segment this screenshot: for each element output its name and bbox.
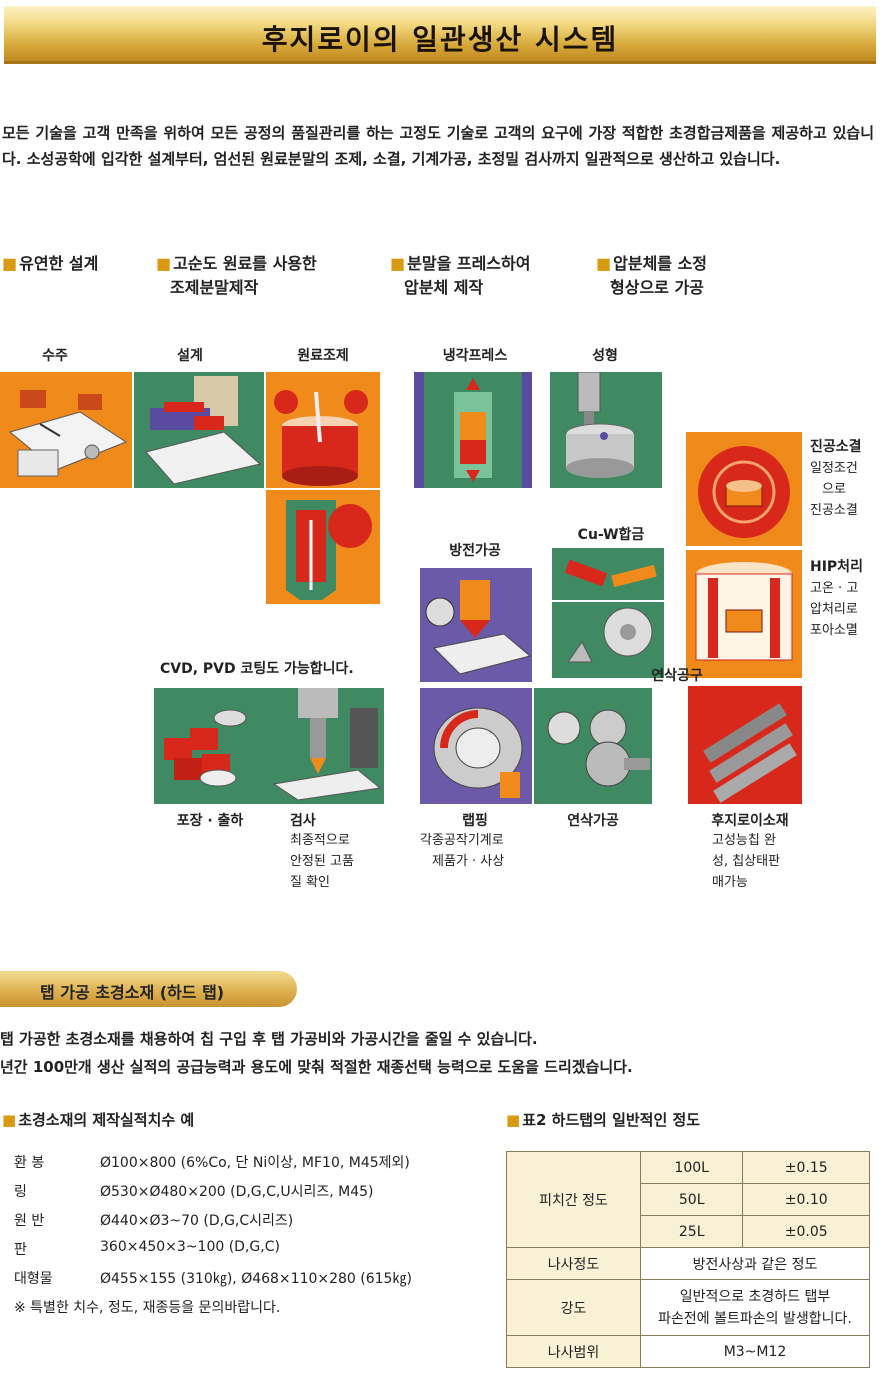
dims-heading: ■초경소재의 제작실적치수 예: [2, 1111, 195, 1129]
bullet-square-icon: ■: [390, 254, 406, 273]
tile-grinding: [534, 688, 652, 804]
table-heading: ■표2 하드탭의 일반적인 정도: [506, 1111, 701, 1129]
vacuum-desc-3: 진공소결: [810, 503, 858, 518]
page-title: 후지로이의 일관생산 시스템: [261, 23, 619, 56]
tile-powder-mix: [266, 490, 380, 604]
section-pill: 탭 가공 초경소재 (하드 탭): [0, 971, 297, 1007]
step-label-grinding-tool: 연삭공구: [651, 668, 703, 684]
bullet-shape: ■압분체를 소정 형상으로 가공: [596, 254, 708, 297]
step-label-forming: 성형: [592, 348, 618, 364]
step-label-grinding: 연삭가공: [567, 813, 619, 829]
hip-title: HIP처리: [810, 559, 863, 575]
material-end-desc-3: 매가능: [712, 875, 748, 890]
pitch-label: 피치간 정도: [506, 1151, 641, 1248]
tile-grinding-tool: [552, 602, 664, 678]
tile-edm: [420, 568, 532, 682]
step-label-material-end: 후지로이소재: [711, 813, 789, 829]
spec-table: 피치간 정도 100L ±0.15 50L ±0.10 25L ±0.05 나사…: [506, 1151, 870, 1368]
title-banner: 후지로이의 일관생산 시스템: [4, 6, 876, 64]
table-row: 피치간 정도 100L ±0.15: [506, 1151, 870, 1248]
step-label-edm: 방전가공: [449, 543, 501, 559]
section-line-1: 탭 가공한 초경소재를 채용하여 칩 구입 후 탭 가공비와 가공시간을 줄일 …: [0, 1030, 538, 1048]
vacuum-desc-1: 일정조건: [810, 461, 858, 476]
tile-lapping: [420, 688, 532, 804]
tile-packing: [154, 688, 268, 804]
bullet-square-icon: ■: [596, 254, 612, 273]
bullet-press: ■분말을 프레스하여 압분체 제작: [390, 254, 531, 297]
bullet-square-icon: ■: [2, 1111, 17, 1129]
hip-desc-2: 압처리로: [810, 602, 858, 617]
bullet-square-icon: ■: [506, 1111, 521, 1129]
section-pill-label: 탭 가공 초경소재 (하드 탭): [40, 983, 225, 1002]
vacuum-desc-2: 으로: [822, 482, 846, 497]
vacuum-title: 진공소결: [810, 439, 862, 455]
table-row: 나사범위 M3~M12: [506, 1335, 870, 1368]
tile-material: [266, 372, 380, 488]
bullet-powder: ■고순도 원료를 사용한 조제분말제작: [156, 254, 317, 297]
tile-cuw: [552, 548, 664, 600]
lapping-desc-1: 각종공작기계로: [420, 833, 504, 848]
hip-desc-1: 고온 · 고: [810, 581, 859, 596]
tile-material-end: [688, 686, 802, 804]
bullet-square-icon: ■: [156, 254, 172, 273]
dims-note: ※ 특별한 치수, 정도, 재종등을 문의바랍니다.: [14, 1300, 281, 1316]
tile-forming: [550, 372, 662, 488]
tile-hip: [686, 550, 802, 678]
tile-vacuum: [686, 432, 802, 546]
step-label-order: 수주: [42, 348, 68, 364]
intro-paragraph: 모든 기술을 고객 만족을 위하여 모든 공정의 품질관리를 하는 고정도 기술…: [2, 124, 874, 168]
bullet-square-icon: ■: [2, 254, 18, 273]
tile-design: [134, 372, 264, 488]
step-label-material: 원료조제: [297, 348, 349, 364]
step-label-cold-press: 냉각프레스: [442, 348, 508, 364]
step-label-lapping: 랩핑: [462, 813, 488, 829]
cvd-note: CVD, PVD 코팅도 가능합니다.: [160, 661, 354, 677]
tile-order: [0, 372, 132, 488]
tile-inspection: [268, 688, 384, 804]
inspection-desc-3: 질 확인: [290, 875, 331, 890]
bullet-design: ■유연한 설계: [2, 254, 99, 273]
step-label-packing: 포장 · 출하: [176, 813, 244, 829]
section-line-2: 년간 100만개 생산 실적의 공급능력과 용도에 맞춰 적절한 재종선택 능력…: [0, 1058, 633, 1076]
material-end-desc-2: 성, 칩상태판: [712, 854, 781, 869]
table-row: 25L ±0.05: [507, 1215, 870, 1248]
step-label-cuw: Cu-W합금: [577, 527, 645, 543]
material-end-desc-1: 고성능칩 완: [712, 833, 776, 848]
table-row: 나사정도 방전사상과 같은 정도: [506, 1247, 870, 1280]
inspection-desc-1: 최종적으로: [290, 833, 350, 848]
hip-desc-3: 포아소멸: [810, 623, 858, 638]
lapping-desc-2: 제품가 · 사상: [432, 854, 505, 869]
step-label-design: 설계: [177, 348, 203, 364]
step-label-inspection: 검사: [290, 813, 316, 829]
inspection-desc-2: 안정된 고품: [290, 854, 354, 869]
tile-cold-press: [414, 372, 532, 488]
table-row: 강도 일반적으로 초경하드 탭부 파손전에 볼트파손의 발생합니다.: [506, 1279, 870, 1336]
